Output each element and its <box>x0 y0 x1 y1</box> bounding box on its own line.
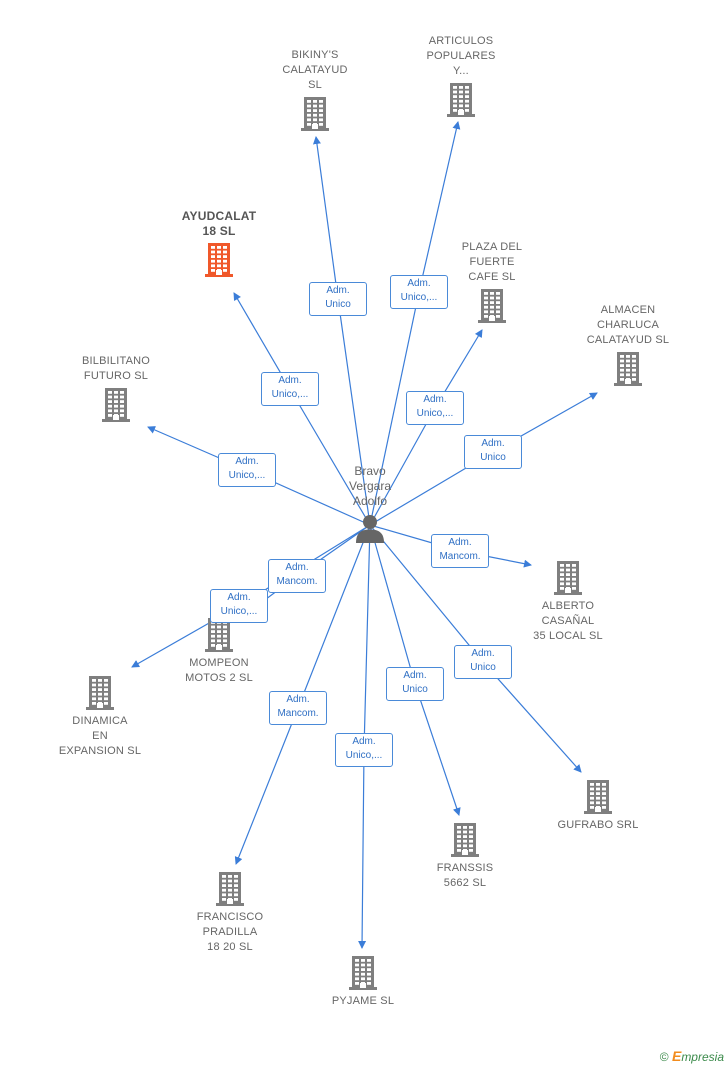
company-label: PYJAME SL <box>331 995 395 1007</box>
company-label: BILBILITANO FUTURO SL <box>81 355 151 382</box>
company-label: DINAMICA EN EXPANSION SL <box>58 715 142 757</box>
company-node-gufrabo[interactable]: GUFRABO SRL <box>528 780 668 833</box>
person-name: Bravo Vergara Adolfo <box>348 464 392 508</box>
company-label: ALBERTO CASAÑAL 35 LOCAL SL <box>533 600 603 642</box>
relation-label-alberto[interactable]: Adm. Mancom. <box>431 534 489 568</box>
building-icon <box>614 352 642 386</box>
relation-label-franssis[interactable]: Adm. Unico <box>386 667 444 701</box>
copyright-icon: © <box>659 1050 669 1064</box>
relation-label-pyjame[interactable]: Adm. Unico,... <box>335 733 393 767</box>
company-node-alberto[interactable]: ALBERTO CASAÑAL 35 LOCAL SL <box>498 561 638 644</box>
building-icon <box>205 243 233 277</box>
company-label: FRANCISCO PRADILLA 18 20 SL <box>196 911 264 953</box>
company-node-articulos[interactable]: ARTICULOS POPULARES Y... <box>391 34 531 117</box>
company-node-franssis[interactable]: FRANSSIS 5662 SL <box>395 823 535 891</box>
person-node[interactable]: Bravo Vergara Adolfo <box>335 464 405 543</box>
company-node-ayudcalat[interactable]: AYUDCALAT 18 SL <box>149 209 289 277</box>
company-label: PLAZA DEL FUERTE CAFE SL <box>461 241 523 283</box>
building-icon <box>205 618 233 652</box>
relation-label-francisco[interactable]: Adm. Mancom. <box>269 691 327 725</box>
company-node-francisco[interactable]: FRANCISCO PRADILLA 18 20 SL <box>160 872 300 955</box>
company-node-bilbilitano[interactable]: BILBILITANO FUTURO SL <box>46 354 186 422</box>
company-node-plaza[interactable]: PLAZA DEL FUERTE CAFE SL <box>422 240 562 323</box>
building-icon <box>216 872 244 906</box>
brand-rest: mpresia <box>681 1050 724 1064</box>
relation-label-bilbilitano[interactable]: Adm. Unico,... <box>218 453 276 487</box>
building-icon <box>447 83 475 117</box>
company-node-almacen[interactable]: ALMACEN CHARLUCA CALATAYUD SL <box>558 303 698 386</box>
company-label: MOMPEON MOTOS 2 SL <box>185 657 253 684</box>
relation-label-bikinys[interactable]: Adm. Unico <box>309 282 367 316</box>
building-icon <box>554 561 582 595</box>
relation-label-plaza[interactable]: Adm. Unico,... <box>406 391 464 425</box>
brand-initial: E <box>671 1048 682 1064</box>
company-label: ALMACEN CHARLUCA CALATAYUD SL <box>586 304 670 346</box>
relation-label-gufrabo[interactable]: Adm. Unico <box>454 645 512 679</box>
building-icon <box>301 97 329 131</box>
person-icon <box>356 515 384 543</box>
company-label: FRANSSIS 5662 SL <box>436 862 494 889</box>
footer-brand: © Empresia <box>660 1048 724 1064</box>
company-node-pyjame[interactable]: PYJAME SL <box>293 956 433 1009</box>
building-icon <box>102 388 130 422</box>
relation-label-articulos[interactable]: Adm. Unico,... <box>390 275 448 309</box>
building-icon <box>478 289 506 323</box>
relation-label-mompeon[interactable]: Adm. Mancom. <box>268 559 326 593</box>
relation-label-ayudcalat[interactable]: Adm. Unico,... <box>261 372 319 406</box>
company-node-dinamica[interactable]: DINAMICA EN EXPANSION SL <box>30 676 170 759</box>
company-label: BIKINY'S CALATAYUD SL <box>282 49 348 91</box>
building-icon <box>86 676 114 710</box>
company-node-bikinys[interactable]: BIKINY'S CALATAYUD SL <box>245 48 385 131</box>
relation-label-almacen[interactable]: Adm. Unico <box>464 435 522 469</box>
building-icon <box>584 780 612 814</box>
company-label: AYUDCALAT 18 SL <box>181 209 257 238</box>
relation-label-dinamica[interactable]: Adm. Unico,... <box>210 589 268 623</box>
building-icon <box>451 823 479 857</box>
building-icon <box>349 956 377 990</box>
company-node-mompeon[interactable]: MOMPEON MOTOS 2 SL <box>149 618 289 686</box>
company-label: ARTICULOS POPULARES Y... <box>426 35 496 77</box>
company-label: GUFRABO SRL <box>557 819 639 831</box>
